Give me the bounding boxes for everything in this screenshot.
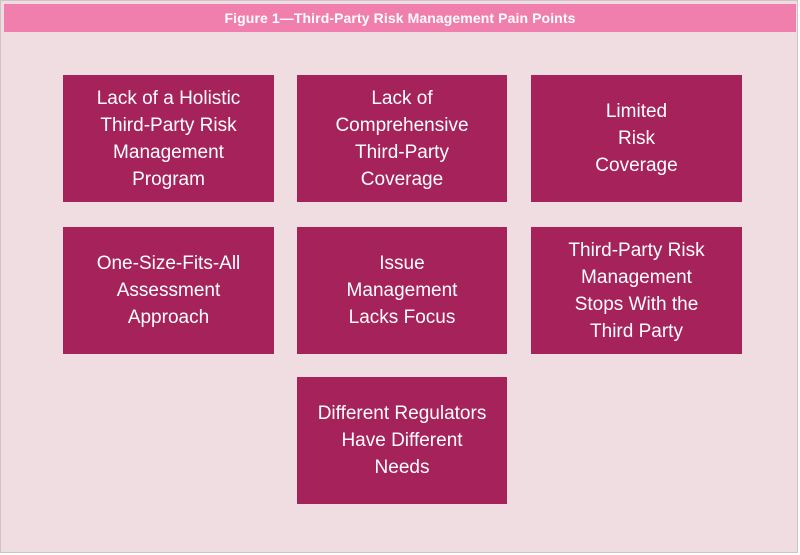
pain-point-label: Third-Party Risk Management Stops With t… [568, 239, 705, 342]
pain-point-holistic-program: Lack of a Holistic Third-Party Risk Mana… [63, 75, 274, 202]
pain-point-limited-risk-coverage: Limited Risk Coverage [531, 75, 742, 202]
pain-point-label: One-Size-Fits-All Assessment Approach [96, 253, 241, 328]
pain-point-label: Different Regulators Have Different Need… [317, 403, 487, 478]
pain-point-label: Lack of a Holistic Third-Party Risk Mana… [96, 87, 241, 190]
pain-point-label: Issue Management Lacks Focus [346, 253, 458, 328]
pain-point-one-size-fits-all: One-Size-Fits-All Assessment Approach [63, 227, 274, 354]
pain-point-comprehensive-coverage: Lack of Comprehensive Third-Party Covera… [297, 75, 507, 202]
pain-point-different-regulators: Different Regulators Have Different Need… [297, 377, 507, 504]
pain-point-issue-management: Issue Management Lacks Focus [297, 227, 507, 354]
pain-point-label: Limited Risk Coverage [595, 101, 678, 176]
pain-point-stops-with-third-party: Third-Party Risk Management Stops With t… [531, 227, 742, 354]
pain-point-label: Lack of Comprehensive Third-Party Covera… [335, 87, 469, 190]
figure-title: Figure 1—Third-Party Risk Management Pai… [4, 4, 796, 32]
